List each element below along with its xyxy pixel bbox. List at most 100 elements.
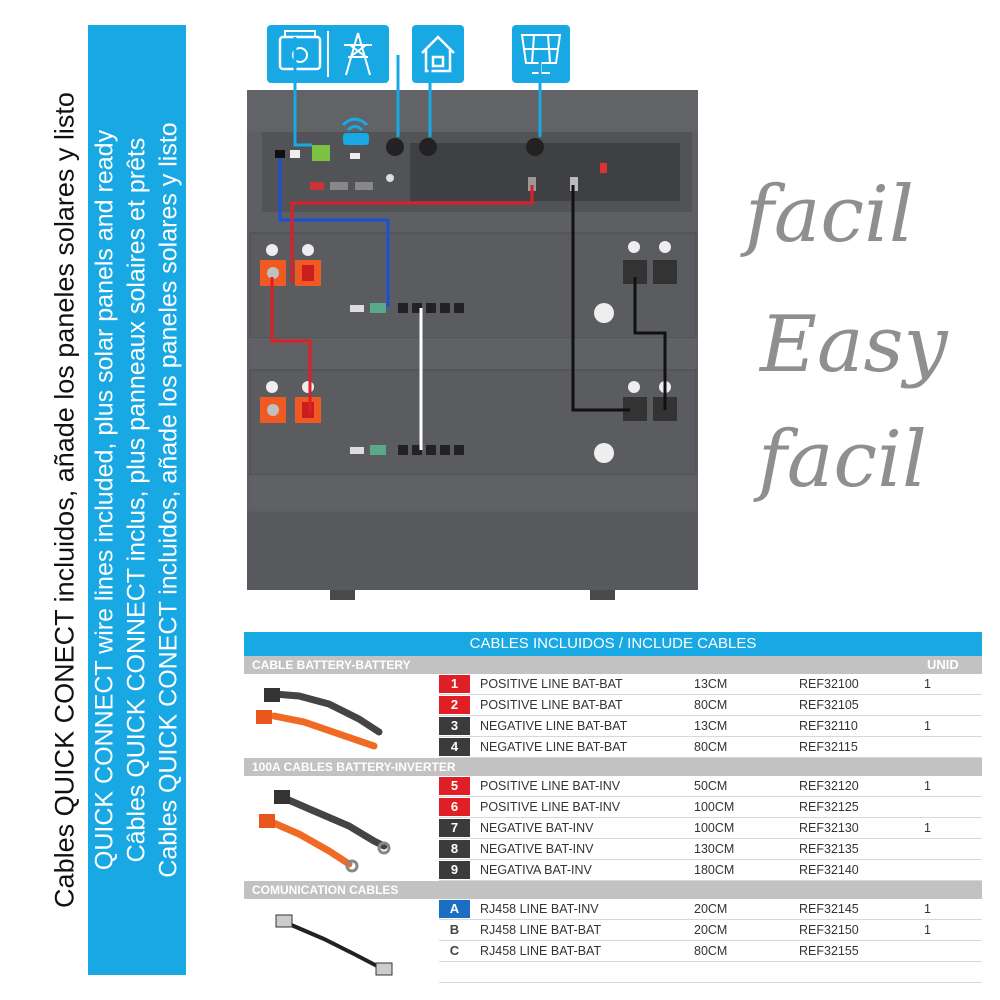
vertical-blue-banner: QUICK CONNECT wire lines included, plus … [88, 25, 186, 975]
row-reference: REF32100 [799, 677, 859, 691]
wifi-icon [341, 117, 369, 145]
table-row: A RJ458 LINE BAT-INV 20CM REF32145 1 [439, 899, 982, 920]
table-row: 2 POSITIVE LINE BAT-BAT 80CM REF32105 [439, 695, 982, 716]
row-description: POSITIVE LINE BAT-BAT [480, 677, 623, 691]
row-length: 50CM [694, 779, 728, 793]
house-icon-box [412, 25, 464, 83]
row-description: NEGATIVE LINE BAT-BAT [480, 719, 628, 733]
row-description: NEGATIVE LINE BAT-BAT [480, 740, 628, 754]
vent-slots [410, 143, 680, 201]
row-length: 20CM [694, 923, 728, 937]
row-reference: REF32145 [799, 902, 859, 916]
row-length: 80CM [694, 944, 728, 958]
row-unit: 1 [924, 677, 931, 691]
wires [270, 37, 667, 450]
row-description: NEGATIVE BAT-INV [480, 821, 594, 835]
row-number: 4 [439, 738, 470, 756]
row-number: 3 [439, 717, 470, 735]
spanish-caption: Cables QUICK CONECT incluidos, añade los… [49, 92, 80, 908]
english-caption: QUICK CONNECT wire lines included, plus … [90, 129, 119, 871]
row-length: 100CM [694, 821, 735, 835]
row-description: POSITIVE LINE BAT-INV [480, 800, 621, 814]
row-length: 13CM [694, 719, 728, 733]
table-title: CABLES INCLUIDOS / INCLUDE CABLES [244, 632, 982, 656]
row-reference: REF32140 [799, 863, 859, 877]
row-description: RJ458 LINE BAT-BAT [480, 944, 602, 958]
row-unit: 1 [924, 779, 931, 793]
row-number: C [449, 943, 460, 958]
table-row: 5 POSITIVE LINE BAT-INV 50CM REF32120 1 [439, 776, 982, 797]
row-number: A [439, 900, 470, 918]
row-description: NEGATIVE BAT-INV [480, 842, 594, 856]
row-reference: REF32150 [799, 923, 859, 937]
row-reference: REF32105 [799, 698, 859, 712]
cables-table: CABLES INCLUIDOS / INCLUDE CABLES CABLE … [244, 632, 982, 983]
handwriting-easy: Easy [760, 300, 948, 390]
row-reference: REF32125 [799, 800, 859, 814]
row-number: B [449, 922, 460, 937]
table-row: 6 POSITIVE LINE BAT-INV 100CM REF32125 [439, 797, 982, 818]
row-unit: 1 [924, 902, 931, 916]
french-caption: Câbles QUICK CONNECT inclus, plus pannea… [122, 137, 151, 863]
row-description: RJ458 LINE BAT-INV [480, 902, 599, 916]
section-header-battery-inverter: 100A CABLES BATTERY-INVERTER [244, 758, 982, 776]
table-row: 4 NEGATIVE LINE BAT-BAT 80CM REF32115 [439, 737, 982, 758]
vertical-text-spanish: Cables QUICK CONECT incluidos, añade los… [40, 25, 90, 975]
section-label: 100A CABLES BATTERY-INVERTER [252, 760, 456, 774]
row-reference: REF32130 [799, 821, 859, 835]
section-label: CABLE BATTERY-BATTERY [252, 658, 411, 672]
table-row: 3 NEGATIVE LINE BAT-BAT 13CM REF32110 1 [439, 716, 982, 737]
inverter-ports [275, 117, 607, 191]
row-length: 80CM [694, 698, 728, 712]
section-battery-battery: 1 POSITIVE LINE BAT-BAT 13CM REF32100 1 … [244, 674, 982, 758]
battery-cables-image [256, 688, 383, 750]
section-header-communication: COMUNICATION CABLES [244, 881, 982, 899]
row-length: 13CM [694, 677, 728, 691]
generator-icon [278, 30, 322, 71]
spanish-caption-2: Cables QUICK CONECT incluidos, añade los… [154, 122, 183, 878]
section-battery-inverter: 5 POSITIVE LINE BAT-INV 50CM REF32120 1 … [244, 776, 982, 881]
row-number: 6 [439, 798, 470, 816]
row-number: 5 [439, 777, 470, 795]
row-reference: REF32120 [799, 779, 859, 793]
table-row: 1 POSITIVE LINE BAT-BAT 13CM REF32100 1 [439, 674, 982, 695]
row-reference: REF32110 [799, 719, 858, 733]
row-number: 8 [439, 840, 470, 858]
row-length: 80CM [694, 740, 728, 754]
row-description: RJ458 LINE BAT-BAT [480, 923, 602, 937]
table-row: 7 NEGATIVE BAT-INV 100CM REF32130 1 [439, 818, 982, 839]
battery-inverter-diagram [247, 25, 698, 600]
row-description: NEGATIVA BAT-INV [480, 863, 592, 877]
row-length: 20CM [694, 902, 728, 916]
table-row: C RJ458 LINE BAT-BAT 80CM REF32155 [439, 941, 982, 962]
table-row: B RJ458 LINE BAT-BAT 20CM REF32150 1 [439, 920, 982, 941]
row-length: 180CM [694, 863, 735, 877]
row-reference: REF32135 [799, 842, 859, 856]
row-unit: 1 [924, 821, 931, 835]
handwriting-facil-2: facil [758, 415, 927, 505]
power-tower-icon [344, 32, 372, 76]
row-description: POSITIVE LINE BAT-BAT [480, 698, 623, 712]
table-row-empty [439, 962, 982, 983]
row-length: 100CM [694, 800, 735, 814]
table-row: 8 NEGATIVE BAT-INV 130CM REF32135 [439, 839, 982, 860]
row-unit: 1 [924, 719, 931, 733]
section-header-battery-battery: CABLE BATTERY-BATTERY UNID [244, 656, 982, 674]
unid-header: UNID [927, 657, 959, 672]
row-number: 2 [439, 696, 470, 714]
row-unit: 1 [924, 923, 931, 937]
communication-cable-image [275, 914, 393, 976]
row-number: 1 [439, 675, 470, 693]
handwriting-facil-1: facil [745, 170, 914, 260]
inverter-cables-image [259, 790, 391, 873]
generator-grid-icon-box [267, 25, 389, 83]
section-label: COMUNICATION CABLES [252, 883, 399, 897]
row-reference: REF32155 [799, 944, 859, 958]
row-description: POSITIVE LINE BAT-INV [480, 779, 621, 793]
row-reference: REF32115 [799, 740, 858, 754]
section-communication: A RJ458 LINE BAT-INV 20CM REF32145 1 B R… [244, 899, 982, 983]
row-number: 7 [439, 819, 470, 837]
row-length: 130CM [694, 842, 735, 856]
row-number: 9 [439, 861, 470, 879]
battery-1-terminals [260, 241, 677, 323]
